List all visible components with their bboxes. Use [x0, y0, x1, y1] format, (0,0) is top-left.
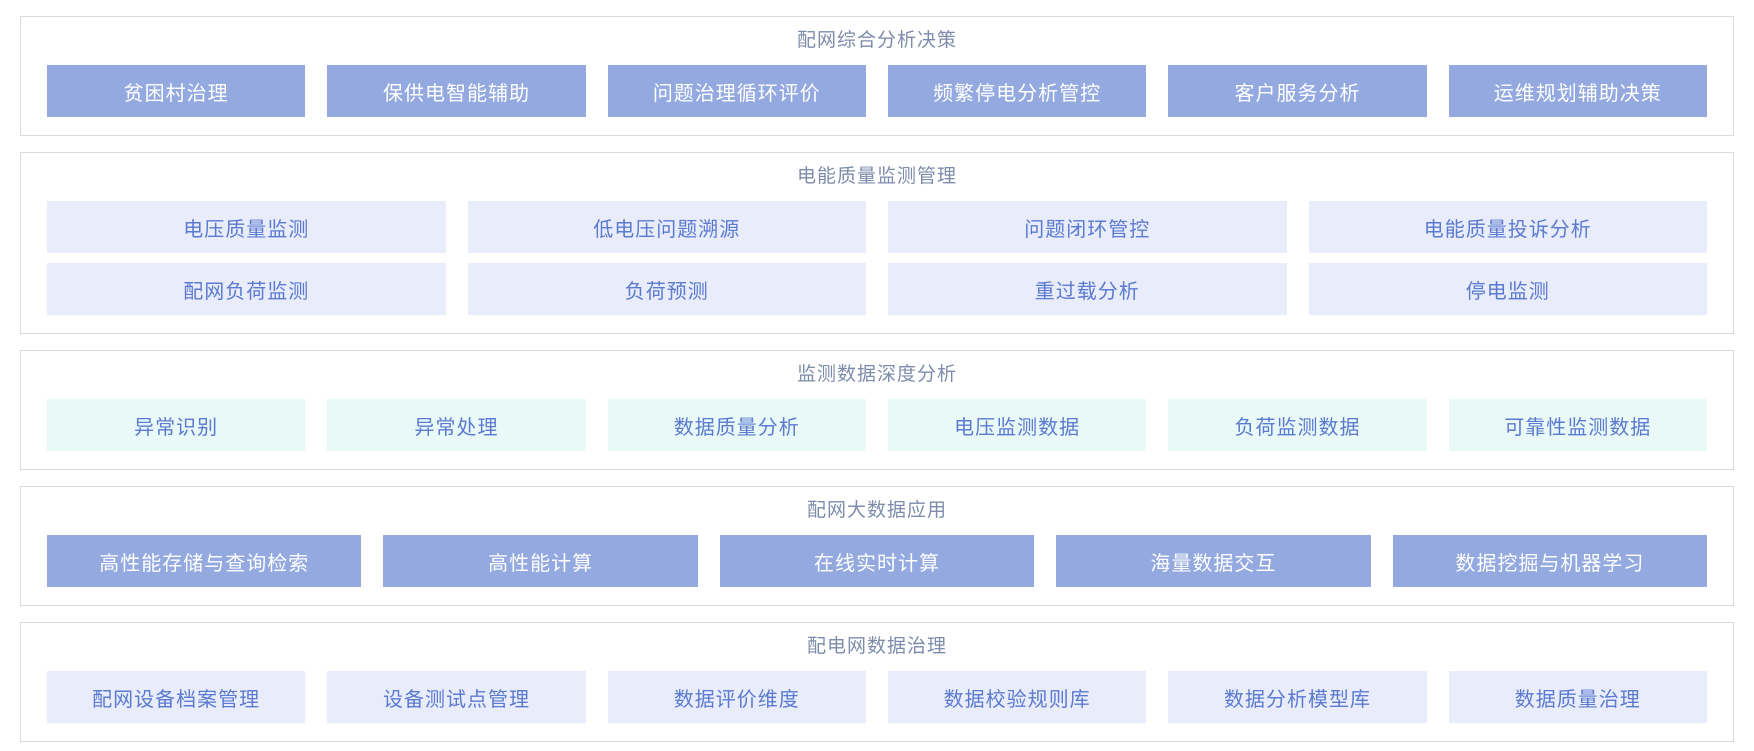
module-button[interactable]: 异常处理 [327, 399, 586, 451]
section-title: 配电网数据治理 [806, 636, 947, 657]
module-button[interactable]: 频繁停电分析管控 [887, 65, 1147, 117]
module-button-row: 异常识别异常处理数据质量分析电压监测数据负荷监测数据可靠性监测数据 [47, 399, 1707, 451]
module-button[interactable]: 海量数据交互 [1056, 535, 1371, 587]
module-button-row: 电压质量监测低电压问题溯源问题闭环管控电能质量投诉分析 [47, 201, 1707, 253]
module-button[interactable]: 配网设备档案管理 [47, 671, 306, 723]
section-panel-power-quality-monitoring: 电能质量监测管理 电压质量监测低电压问题溯源问题闭环管控电能质量投诉分析配网负荷… [20, 152, 1734, 334]
module-button[interactable]: 数据挖掘与机器学习 [1392, 535, 1708, 587]
module-button[interactable]: 重过载分析 [888, 263, 1287, 315]
module-button[interactable]: 停电监测 [1308, 263, 1707, 315]
module-button[interactable]: 低电压问题溯源 [467, 201, 866, 253]
module-button-row: 配网负荷监测负荷预测重过载分析停电监测 [47, 263, 1707, 315]
module-button[interactable]: 在线实时计算 [719, 535, 1035, 587]
module-button[interactable]: 电能质量投诉分析 [1308, 201, 1707, 253]
module-button[interactable]: 数据评价维度 [607, 671, 866, 723]
module-button[interactable]: 贫困村治理 [47, 65, 306, 117]
module-button[interactable]: 问题闭环管控 [888, 201, 1287, 253]
section-button-rows: 贫困村治理保供电智能辅助问题治理循环评价频繁停电分析管控客户服务分析运维规划辅助… [47, 65, 1707, 117]
module-button[interactable]: 数据分析模型库 [1168, 671, 1427, 723]
module-button[interactable]: 问题治理循环评价 [607, 65, 866, 117]
module-button-row: 贫困村治理保供电智能辅助问题治理循环评价频繁停电分析管控客户服务分析运维规划辅助… [47, 65, 1707, 117]
module-button[interactable]: 配网负荷监测 [47, 263, 446, 315]
module-button[interactable]: 保供电智能辅助 [327, 65, 586, 117]
section-button-rows: 高性能存储与查询检索高性能计算在线实时计算海量数据交互数据挖掘与机器学习 [47, 535, 1708, 587]
section-panel-monitoring-data-deep-analysis: 监测数据深度分析 异常识别异常处理数据质量分析电压监测数据负荷监测数据可靠性监测… [20, 350, 1734, 470]
section-title: 监测数据深度分析 [796, 364, 957, 385]
module-button[interactable]: 高性能存储与查询检索 [47, 535, 362, 587]
module-button[interactable]: 数据质量分析 [607, 399, 866, 451]
module-button[interactable]: 客户服务分析 [1168, 65, 1427, 117]
section-panel-distribution-data-governance: 配电网数据治理 配网设备档案管理设备测试点管理数据评价维度数据校验规则库数据分析… [20, 622, 1734, 742]
module-button[interactable]: 数据校验规则库 [887, 671, 1147, 723]
section-button-rows: 电压质量监测低电压问题溯源问题闭环管控电能质量投诉分析配网负荷监测负荷预测重过载… [47, 201, 1707, 315]
module-button[interactable]: 异常识别 [47, 399, 306, 451]
module-button-row: 高性能存储与查询检索高性能计算在线实时计算海量数据交互数据挖掘与机器学习 [47, 535, 1708, 587]
module-button[interactable]: 设备测试点管理 [327, 671, 586, 723]
section-panel-comprehensive-analysis-decision: 配网综合分析决策 贫困村治理保供电智能辅助问题治理循环评价频繁停电分析管控客户服… [20, 16, 1734, 136]
module-button[interactable]: 高性能计算 [383, 535, 698, 587]
section-title: 电能质量监测管理 [796, 166, 957, 187]
section-panel-big-data-application: 配网大数据应用 高性能存储与查询检索高性能计算在线实时计算海量数据交互数据挖掘与… [20, 486, 1734, 606]
module-button[interactable]: 数据质量治理 [1448, 671, 1707, 723]
module-button-row: 配网设备档案管理设备测试点管理数据评价维度数据校验规则库数据分析模型库数据质量治… [47, 671, 1707, 723]
module-button[interactable]: 可靠性监测数据 [1448, 399, 1707, 451]
section-button-rows: 异常识别异常处理数据质量分析电压监测数据负荷监测数据可靠性监测数据 [47, 399, 1707, 451]
section-button-rows: 配网设备档案管理设备测试点管理数据评价维度数据校验规则库数据分析模型库数据质量治… [47, 671, 1707, 723]
module-button[interactable]: 电压质量监测 [47, 201, 446, 253]
module-button[interactable]: 负荷监测数据 [1168, 399, 1427, 451]
module-button[interactable]: 负荷预测 [467, 263, 866, 315]
section-title: 配网综合分析决策 [796, 30, 957, 51]
module-button[interactable]: 运维规划辅助决策 [1448, 65, 1707, 117]
section-title: 配网大数据应用 [806, 500, 947, 521]
module-button[interactable]: 电压监测数据 [887, 399, 1147, 451]
